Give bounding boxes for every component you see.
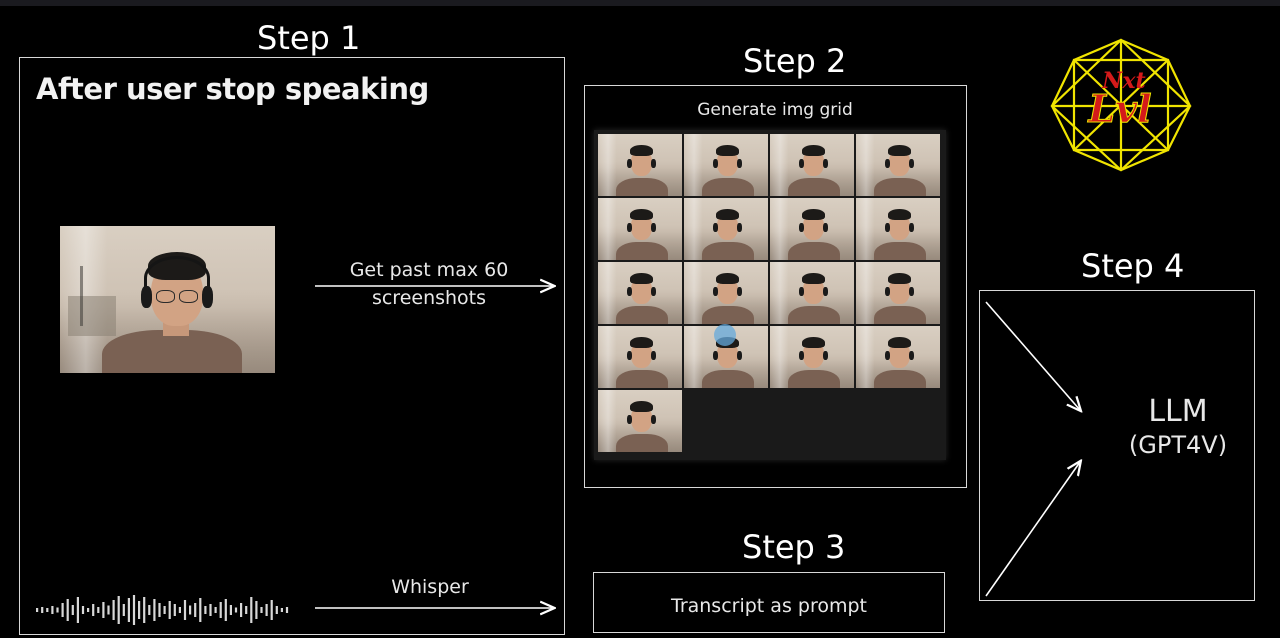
waveform-bar: [46, 608, 49, 612]
grid-thumbnail: [856, 198, 940, 260]
waveform-bar: [127, 598, 130, 622]
waveform-bar: [275, 606, 278, 614]
waveform-bar: [214, 607, 217, 613]
waveform-bar: [245, 606, 248, 614]
step2-caption: Generate img grid: [697, 100, 853, 120]
cursor-icon: [714, 324, 736, 346]
webcam-photo: [60, 226, 275, 373]
grid-thumbnail: [598, 134, 682, 196]
step4-title: Step 4: [1081, 247, 1185, 285]
waveform-bar: [107, 605, 110, 615]
waveform-bar: [71, 605, 74, 615]
waveform-bar: [112, 600, 115, 620]
waveform-bar: [51, 606, 54, 614]
waveform-bar: [255, 601, 258, 619]
waveform-bar: [61, 603, 64, 617]
waveform-bar: [194, 603, 197, 617]
grid-thumbnail: [856, 262, 940, 324]
waveform-bar: [143, 597, 146, 623]
waveform-bar: [168, 601, 171, 619]
grid-thumbnail: [856, 134, 940, 196]
waveform-bar: [56, 607, 59, 613]
waveform-bar: [280, 608, 283, 612]
grid-thumbnail: [598, 326, 682, 388]
nxt-lvl-logo: Nxt Lvl: [1050, 38, 1192, 172]
waveform-bar: [229, 605, 232, 615]
waveform-bar: [158, 603, 161, 617]
llm-detail: (GPT4V): [1128, 431, 1228, 459]
grid-thumbnail: [598, 198, 682, 260]
step2-box: Generate img grid: [584, 85, 967, 488]
image-grid: [594, 130, 946, 460]
waveform-bar: [148, 605, 151, 615]
grid-thumbnail: [598, 390, 682, 452]
waveform-bar: [92, 604, 95, 616]
llm-label: LLM: [1148, 394, 1208, 429]
grid-thumbnail: [684, 198, 768, 260]
waveform-bar: [138, 601, 141, 619]
grid-thumbnail: [770, 326, 854, 388]
logo-text-top: Nxt: [1101, 68, 1145, 94]
waveform-bar: [163, 606, 166, 614]
step4-box: [979, 290, 1255, 601]
waveform-icon: [36, 595, 289, 625]
step1-headline: After user stop speaking: [36, 72, 429, 106]
grid-thumbnail: [684, 134, 768, 196]
waveform-bar: [234, 607, 238, 613]
waveform-bar: [224, 599, 227, 621]
waveform-bar: [219, 602, 222, 618]
step2-title: Step 2: [743, 42, 847, 80]
screenshots-label-line2: screenshots: [371, 287, 487, 309]
waveform-bar: [122, 604, 125, 616]
waveform-bar: [76, 597, 79, 623]
step3-box: Transcript as prompt: [593, 572, 945, 633]
waveform-bar: [189, 605, 192, 615]
waveform-bar: [240, 603, 243, 617]
screenshots-label-line1: Get past max 60: [349, 259, 509, 281]
grid-thumbnail: [856, 326, 940, 388]
waveform-bar: [199, 598, 202, 622]
waveform-bar: [209, 604, 212, 616]
arrow-diagonal-down-icon: [985, 301, 1080, 410]
waveform-bar: [173, 604, 176, 616]
grid-thumbnail: [684, 326, 768, 388]
waveform-bar: [270, 600, 273, 620]
waveform-bar: [36, 608, 39, 612]
waveform-bar: [87, 608, 90, 612]
step3-title: Step 3: [742, 528, 846, 566]
grid-thumbnail: [770, 134, 854, 196]
waveform-bar: [97, 607, 100, 613]
arrow-diagonal-up-icon: [985, 462, 1080, 597]
waveform-bar: [260, 607, 263, 613]
grid-thumbnail: [770, 198, 854, 260]
waveform-bar: [66, 599, 69, 621]
logo-text-bottom: Lvl: [1087, 86, 1151, 131]
waveform-bar: [102, 602, 105, 618]
grid-thumbnail: [770, 262, 854, 324]
waveform-bar: [178, 607, 181, 613]
grid-thumbnail: [684, 262, 768, 324]
window-top-bar: [0, 0, 1280, 6]
waveform-bar: [117, 596, 120, 624]
waveform-bar: [204, 606, 207, 614]
waveform-bar: [41, 607, 44, 613]
step1-title: Step 1: [257, 19, 361, 57]
step3-caption: Transcript as prompt: [671, 595, 867, 617]
waveform-bar: [285, 607, 289, 613]
step1-box: After user stop speaking: [19, 57, 565, 635]
waveform-bar: [265, 604, 268, 616]
waveform-bar: [132, 595, 136, 625]
whisper-label: Whisper: [391, 576, 469, 598]
waveform-bar: [183, 600, 187, 620]
waveform-bar: [250, 597, 253, 623]
waveform-bar: [153, 599, 156, 621]
grid-thumbnail: [598, 262, 682, 324]
waveform-bar: [81, 606, 85, 614]
